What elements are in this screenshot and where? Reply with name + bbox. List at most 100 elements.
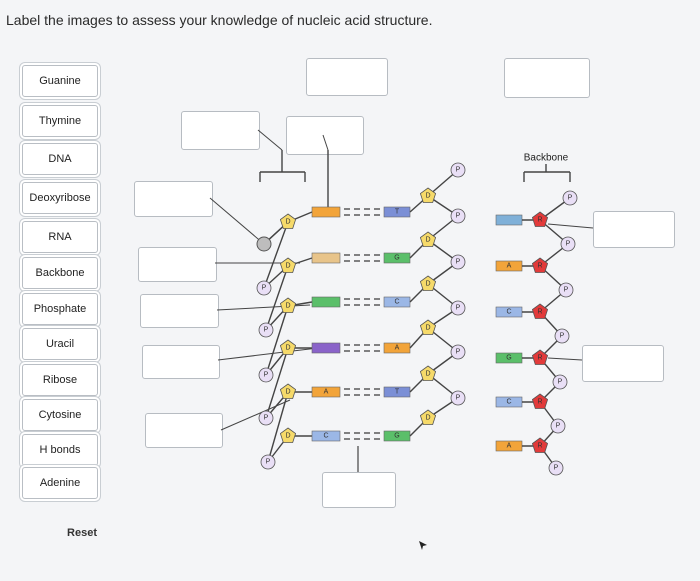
left-deoxyribose-1 bbox=[279, 257, 297, 273]
rna-phosphate-6 bbox=[548, 460, 564, 476]
rna-base-4 bbox=[495, 396, 523, 408]
right-phosphate-1 bbox=[450, 208, 466, 224]
rna-base-1 bbox=[495, 260, 523, 272]
left-phosphate-2 bbox=[258, 322, 274, 338]
drop-target-uracil[interactable] bbox=[582, 345, 664, 382]
rna-phosphate-5-letter: P bbox=[556, 423, 561, 430]
leader-thymine bbox=[216, 304, 311, 311]
right-backbone-seg-0 bbox=[427, 195, 459, 217]
drop-target-thymine[interactable] bbox=[140, 294, 219, 328]
right-base-5-letter: G bbox=[394, 433, 399, 440]
left-phosphate-5 bbox=[260, 454, 276, 470]
drop-target-ribose[interactable] bbox=[593, 211, 675, 248]
rna-ribose-5 bbox=[531, 437, 549, 453]
term-card-guanine[interactable]: Guanine bbox=[22, 65, 98, 97]
left-backbone-seg-1 bbox=[265, 265, 289, 331]
right-deoxyribose-0-letter: D bbox=[425, 193, 430, 200]
rna-backbone-link-2 bbox=[539, 289, 567, 313]
right-deoxyribose-1-letter: D bbox=[425, 237, 430, 244]
drop-target-dna-left-top[interactable] bbox=[181, 111, 260, 150]
term-card-uracil[interactable]: Uracil bbox=[22, 328, 98, 360]
right-deoxyribose-2-letter: D bbox=[425, 281, 430, 288]
reset-button[interactable]: Reset bbox=[60, 524, 104, 542]
left-backbone-link-1 bbox=[263, 265, 289, 289]
instruction-text: Label the images to assess your knowledg… bbox=[6, 12, 433, 28]
left-deoxyribose-2-letter: D bbox=[285, 303, 290, 310]
right-base-4-letter: T bbox=[395, 389, 400, 396]
term-card-cytosine[interactable]: Cytosine bbox=[22, 399, 98, 431]
term-card-phosphate[interactable]: Phosphate bbox=[22, 293, 98, 325]
right-backbone-seg-2 bbox=[427, 283, 459, 309]
left-deoxyribose-1-letter: D bbox=[285, 263, 290, 270]
left-base-0 bbox=[311, 206, 341, 218]
term-card-h-bonds[interactable]: H bonds bbox=[22, 434, 98, 466]
rna-ribose-0 bbox=[531, 211, 549, 227]
right-backbone-link-4 bbox=[427, 351, 459, 375]
leader-cytosine bbox=[220, 399, 291, 431]
right-backbone-seg-4 bbox=[427, 373, 459, 399]
left-backbone-link-5 bbox=[267, 435, 289, 463]
drop-target-deoxyribose[interactable] bbox=[138, 247, 217, 282]
left-backbone-link-4 bbox=[265, 391, 289, 419]
left-backbone-link-0 bbox=[263, 221, 289, 245]
rna-base-2 bbox=[495, 306, 523, 318]
leader-guanine bbox=[217, 347, 319, 361]
drop-target-h-bonds[interactable] bbox=[322, 472, 396, 508]
left-backbone-0 bbox=[263, 221, 289, 245]
left-base-5 bbox=[311, 430, 341, 442]
term-card-rna[interactable]: RNA bbox=[22, 221, 98, 253]
left-deoxyribose-2 bbox=[279, 297, 297, 313]
term-card-dna[interactable]: DNA bbox=[22, 143, 98, 175]
right-deoxyribose-4 bbox=[419, 365, 437, 381]
drop-target-guanine[interactable] bbox=[142, 345, 220, 379]
drop-target-rna-strand[interactable] bbox=[504, 58, 590, 98]
rna-ribose-0-letter: R bbox=[537, 217, 542, 224]
right-phosphate-0-letter: P bbox=[456, 167, 461, 174]
right-deoxyribose-3 bbox=[419, 319, 437, 335]
rna-ribose-1-letter: R bbox=[537, 263, 542, 270]
left-base-2 bbox=[311, 296, 341, 308]
right-phosphate-0 bbox=[450, 162, 466, 178]
term-card-thymine[interactable]: Thymine bbox=[22, 105, 98, 137]
left-backbone-seg-4 bbox=[267, 391, 289, 463]
right-base-1 bbox=[383, 252, 411, 264]
left-phosphate-3 bbox=[258, 367, 274, 383]
left-deoxyribose-4 bbox=[279, 383, 297, 399]
left-phosphate-4 bbox=[258, 410, 274, 426]
right-base-0-letter: T bbox=[395, 209, 400, 216]
left-backbone-seg-2 bbox=[265, 305, 289, 376]
rna-base-4-letter: C bbox=[506, 399, 511, 406]
right-base-stem-2 bbox=[409, 283, 429, 303]
drop-target-dna-center-top[interactable] bbox=[286, 116, 364, 155]
rna-base-5-letter: A bbox=[507, 443, 512, 450]
term-card-adenine[interactable]: Adenine bbox=[22, 467, 98, 499]
term-card-deoxyribose[interactable]: Deoxyribose bbox=[22, 182, 98, 214]
rna-phosphate-0 bbox=[562, 190, 578, 206]
rna-ribose-2 bbox=[531, 303, 549, 319]
left-deoxyribose-3 bbox=[279, 339, 297, 355]
rna-ribose-3-letter: R bbox=[537, 355, 542, 362]
left-deoxyribose-0 bbox=[279, 213, 297, 229]
rna-phosphate-4 bbox=[552, 374, 568, 390]
rna-base-1-letter: A bbox=[507, 263, 512, 270]
term-card-backbone[interactable]: Backbone bbox=[22, 257, 98, 289]
left-phosphate-0 bbox=[256, 236, 272, 252]
left-phosphate-5-letter: P bbox=[266, 459, 271, 466]
left-base-stem-2 bbox=[287, 301, 313, 307]
rna-phosphate-1-letter: P bbox=[566, 241, 571, 248]
term-card-ribose[interactable]: Ribose bbox=[22, 364, 98, 396]
drop-target-cytosine[interactable] bbox=[145, 413, 223, 448]
right-backbone-link-1 bbox=[427, 215, 459, 241]
right-base-stem-0 bbox=[409, 195, 429, 213]
leader-ribose bbox=[547, 223, 594, 229]
rna-backbone-seg-3 bbox=[539, 357, 561, 383]
right-deoxyribose-1 bbox=[419, 231, 437, 247]
right-backbone-seg-1 bbox=[427, 239, 459, 263]
drop-target-phosphate[interactable] bbox=[134, 181, 213, 217]
left-base-1 bbox=[311, 252, 341, 264]
rna-backbone-seg-5 bbox=[539, 445, 557, 469]
rna-base-5 bbox=[495, 440, 523, 452]
drop-target-dna-strand[interactable] bbox=[306, 58, 388, 96]
left-base-5-letter: C bbox=[323, 433, 328, 440]
